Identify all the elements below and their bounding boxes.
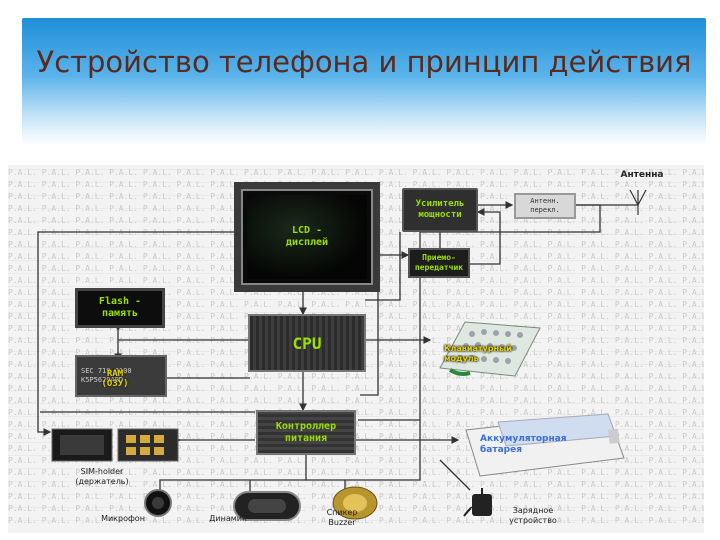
microphone [138, 488, 178, 518]
buzzer-icon [332, 486, 378, 520]
transceiver-label: Приемо-передатчик [414, 253, 464, 272]
power-amplifier-label: Усилитель мощности [415, 199, 465, 220]
watermark-row: P.A.L. P.A.L. P.A.L. P.A.L. P.A.L. P.A.L… [8, 288, 704, 297]
watermark-row: P.A.L. P.A.L. P.A.L. P.A.L. P.A.L. P.A.L… [8, 432, 704, 441]
power-controller-label: Контроллер питания [275, 420, 337, 444]
watermark-row: P.A.L. P.A.L. P.A.L. P.A.L. P.A.L. P.A.L… [8, 516, 704, 525]
ram-chip-markings: SEC 719 J100 K5P5629ABD [81, 367, 132, 384]
watermark-row: P.A.L. P.A.L. P.A.L. P.A.L. P.A.L. P.A.L… [8, 456, 704, 465]
battery-label: Аккумуляторная батарея [480, 434, 567, 455]
watermark-row: P.A.L. P.A.L. P.A.L. P.A.L. P.A.L. P.A.L… [8, 384, 704, 393]
watermark-row: P.A.L. P.A.L. P.A.L. P.A.L. P.A.L. P.A.L… [8, 468, 704, 477]
charger-icon [463, 488, 492, 517]
slide-title: Устройство телефона и принцип действия [36, 45, 692, 79]
speaker-label: Динамик [209, 514, 247, 523]
watermark-row: P.A.L. P.A.L. P.A.L. P.A.L. P.A.L. P.A.L… [8, 168, 704, 177]
battery: Аккумуляторная батарея [458, 410, 628, 478]
watermark-row: P.A.L. P.A.L. P.A.L. P.A.L. P.A.L. P.A.L… [8, 480, 704, 489]
cpu-chip: CPU [248, 314, 366, 372]
watermark-row: P.A.L. P.A.L. P.A.L. P.A.L. P.A.L. P.A.L… [8, 420, 704, 429]
buzzer [330, 486, 380, 520]
cpu-label: CPU [292, 333, 322, 353]
microphone-icon [144, 489, 172, 517]
sim-holder-label: SIM-holder (держатель) [75, 467, 129, 486]
lcd-display: LCD - дисплей [234, 182, 380, 292]
antenna-icon [629, 189, 647, 215]
speaker [232, 490, 302, 522]
power-amplifier-chip: Усилитель мощности [402, 188, 478, 232]
buzzer-label: Спикер Buzzer [326, 508, 358, 527]
ram-chip: SEC 719 J100 K5P5629ABD RAM (ОЗУ) [75, 355, 167, 397]
transceiver-chip: Приемо-передатчик [408, 248, 470, 278]
antenna-switch-label: Антенн. перекл. [530, 197, 560, 214]
keypad-label: Клавиатурный модуль [444, 344, 512, 363]
power-controller-chip: Контроллер питания [256, 410, 356, 455]
keypad-board-icon [439, 321, 541, 377]
watermark-row: P.A.L. P.A.L. P.A.L. P.A.L. P.A.L. P.A.L… [8, 396, 704, 405]
speaker-icon [233, 491, 301, 521]
antenna-switch-chip: Антенн. перекл. [514, 193, 576, 219]
sim-holder-icon [51, 428, 179, 462]
battery-icon [465, 413, 625, 477]
charger [462, 488, 502, 520]
keypad-module: Клавиатурный модуль [430, 318, 545, 378]
flash-label: Flash - память [98, 296, 142, 319]
antenna-label: Антенна [620, 170, 664, 180]
ram-label: RAM (ОЗУ) [101, 369, 129, 389]
sim-holder [50, 425, 180, 465]
lcd-label: LCD - дисплей [285, 225, 329, 248]
watermark-row: P.A.L. P.A.L. P.A.L. P.A.L. P.A.L. P.A.L… [8, 300, 704, 309]
charger-label: Зарядное устройство [509, 506, 557, 525]
watermark-row: P.A.L. P.A.L. P.A.L. P.A.L. P.A.L. P.A.L… [8, 408, 704, 417]
microphone-label: Микрофон [101, 514, 145, 523]
watermark-row: P.A.L. P.A.L. P.A.L. P.A.L. P.A.L. P.A.L… [8, 444, 704, 453]
watermark-row: P.A.L. P.A.L. P.A.L. P.A.L. P.A.L. P.A.L… [8, 372, 704, 381]
flash-memory-chip: Flash - память [75, 288, 165, 328]
header-banner [22, 18, 706, 146]
